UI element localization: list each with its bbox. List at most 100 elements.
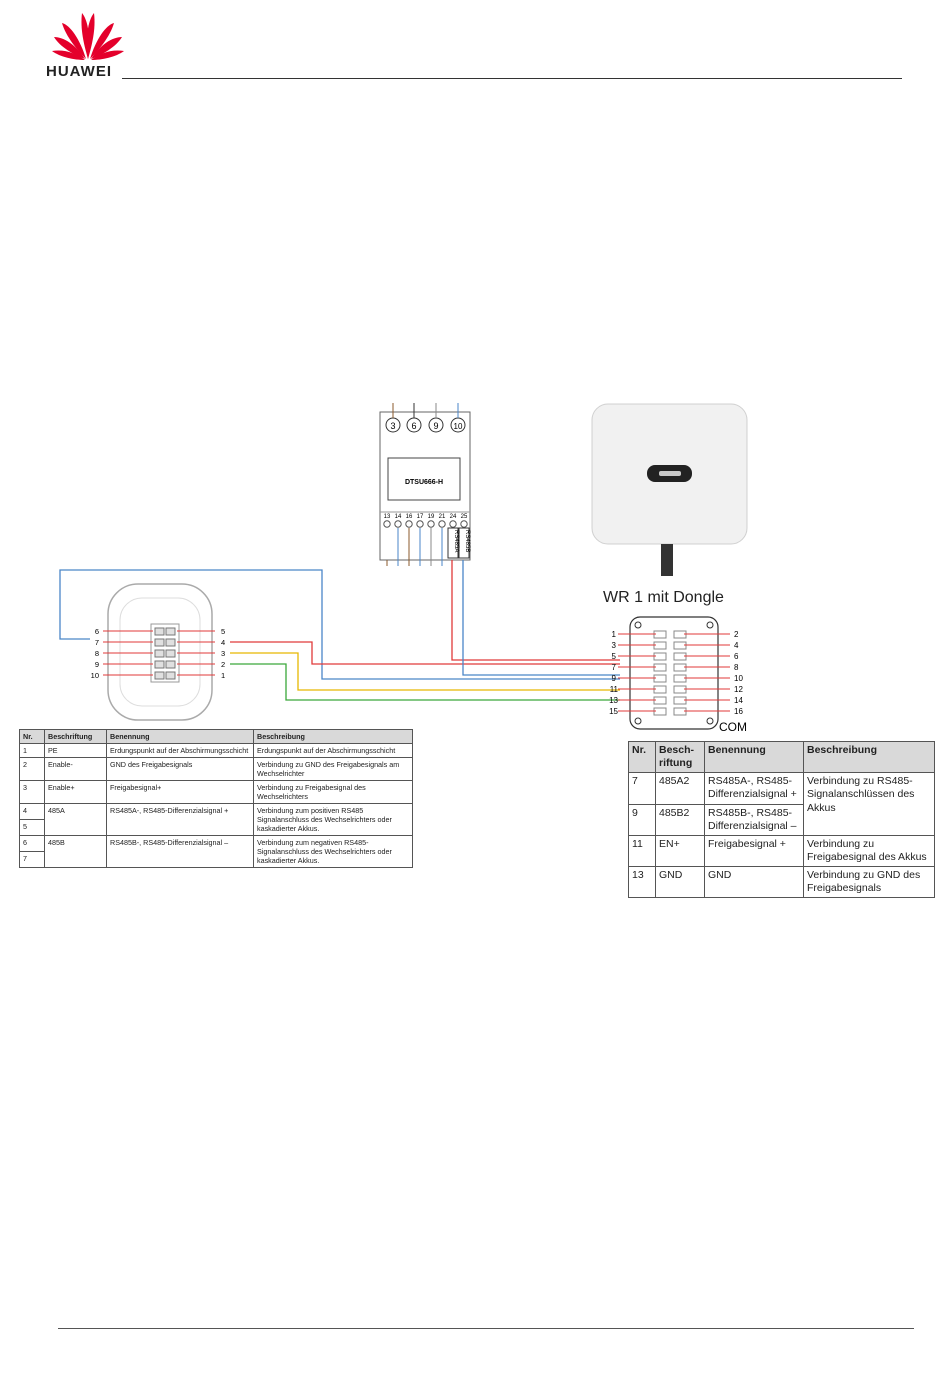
- meter-bottom-label: 25: [461, 514, 468, 520]
- table-cell: GND: [655, 865, 705, 899]
- meter-terminal-label: 6: [411, 421, 416, 431]
- battery-connector: 6 7 8 9 10 5 4 3 2 1: [91, 583, 225, 721]
- table-cell: Verbindung zum negativen RS485-Signalans…: [253, 835, 413, 868]
- table-row: 1 PE Erdungspunkt auf der Abschirmungssc…: [19, 743, 413, 758]
- table-cell: Verbindung zu GND des Freigabesignals am…: [253, 757, 413, 781]
- table-header: Nr.: [19, 729, 45, 744]
- table-cell: 485A: [44, 803, 107, 836]
- battery-pin-label: 9: [95, 660, 99, 669]
- battery-pin-label: 8: [95, 649, 99, 658]
- com-pin-label: 16: [734, 707, 743, 716]
- battery-pin-table: Nr. Beschriftung Benennung Beschreibung …: [19, 729, 413, 868]
- table-cell: RS485A-, RS485-Differenzialsignal +: [106, 803, 254, 836]
- table-cell: RS485B-, RS485-Differenzialsignal –: [106, 835, 254, 868]
- meter-bottom-label: 19: [428, 514, 435, 520]
- table-header: Beschriftung: [44, 729, 107, 744]
- table-cell: Enable-: [44, 757, 107, 781]
- table-row: 7: [19, 851, 413, 868]
- meter-bottom-label: 17: [417, 514, 424, 520]
- table-cell: EN+: [655, 834, 705, 868]
- table-cell: 4: [19, 803, 45, 820]
- header-rule: [122, 78, 902, 79]
- wires: [59, 560, 620, 701]
- battery-pin-label: 10: [91, 671, 99, 680]
- com-pin-label: 3: [612, 641, 617, 650]
- table-cell: RS485A-, RS485-Differenzialsignal +: [704, 772, 804, 805]
- table-header: Benennung: [106, 729, 254, 744]
- meter-bottom-label: 24: [450, 514, 457, 520]
- com-pin-label: 5: [612, 652, 617, 661]
- com-pin-label: 12: [734, 685, 743, 694]
- table-header: Besch-riftung: [655, 740, 705, 774]
- rs485a-label: RS485A: [453, 530, 459, 552]
- meter-terminal-label: 9: [433, 421, 438, 431]
- table-header: Beschreibung: [253, 729, 413, 744]
- table-cell: GND des Freigabesignals: [106, 757, 254, 781]
- meter-bottom-terminals: 13 14 16 17 19 21 24 25: [384, 514, 468, 520]
- wiring-diagram: DTSU666-H 3 6 9 10 13 14 16 17 19 21 24 …: [59, 403, 748, 734]
- table-cell: Freigabesignal +: [704, 834, 804, 868]
- table-cell: Verbindung zum positiven RS485 Signalans…: [253, 803, 413, 836]
- table-row: 3 Enable+ Freigabesignal+ Verbindung zu …: [19, 780, 413, 804]
- table-header: Benennung: [704, 740, 804, 774]
- com-pin-label: 15: [609, 707, 618, 716]
- table-cell: Freigabesignal+: [106, 780, 254, 804]
- battery-pin-label: 1: [221, 671, 225, 680]
- meter-bottom-label: 21: [439, 514, 446, 520]
- table-cell: Verbindung zu Freigabesignal des Akkus: [803, 834, 935, 868]
- table-cell: 485B: [44, 835, 107, 868]
- battery-pin-label: 2: [221, 660, 225, 669]
- table-cell: Verbindung zu Freigabesignal des Wechsel…: [253, 780, 413, 804]
- inverter-title: WR 1 mit Dongle: [603, 589, 724, 606]
- table-cell: Erdungspunkt auf der Abschirmungsschicht: [106, 743, 254, 758]
- table-cell: 485B2: [655, 803, 705, 836]
- com-pin-label: 7: [612, 663, 617, 672]
- energy-meter: DTSU666-H 3 6 9 10 13 14 16 17 19 21 24 …: [379, 403, 471, 566]
- table-row: 9 485B2 RS485B-, RS485-Differenzialsigna…: [628, 803, 935, 836]
- inverter-device: [591, 403, 748, 576]
- com-pin-label: 9: [612, 674, 617, 683]
- com-label: COM: [719, 720, 747, 734]
- huawei-logo-icon: [52, 13, 124, 60]
- table-cell: Enable+: [44, 780, 107, 804]
- table-cell: GND: [704, 865, 804, 899]
- table-cell: 9: [628, 803, 656, 836]
- table-cell: 485A2: [655, 772, 705, 805]
- table-cell: RS485B-, RS485-Differenzialsignal –: [704, 803, 804, 836]
- meter-bottom-label: 14: [395, 514, 402, 520]
- table-cell: 11: [628, 834, 656, 868]
- table-cell: Verbindung zu RS485-Signalanschlüssen de…: [803, 772, 935, 836]
- meter-top-terminals: 3 6 9 10: [385, 403, 466, 433]
- battery-pin-label: 7: [95, 638, 99, 647]
- table-row: 7 485A2 RS485A-, RS485-Differenzialsigna…: [628, 772, 935, 836]
- table-header: Nr.: [628, 740, 656, 774]
- footer-rule: [58, 1328, 914, 1329]
- table-cell: 6: [19, 835, 45, 852]
- com-pin-label: 10: [734, 674, 743, 683]
- battery-pin-label: 5: [221, 627, 225, 636]
- meter-terminal-label: 3: [390, 421, 395, 431]
- com-connector: 1 3 5 7 9 11 13 15 2 4 6 8 10 12 14 16 C…: [609, 616, 747, 734]
- table-row: 2 Enable- GND des Freigabesignals Verbin…: [19, 757, 413, 781]
- table-row: 6 485B RS485B-, RS485-Differenzialsignal…: [19, 835, 413, 868]
- com-pin-label: 13: [609, 696, 618, 705]
- table-row: 4 485A RS485A-, RS485-Differenzialsignal…: [19, 803, 413, 836]
- meter-model: DTSU666-H: [405, 479, 443, 486]
- table-cell: PE: [44, 743, 107, 758]
- table-cell: 7: [628, 772, 656, 805]
- com-pin-label: 6: [734, 652, 739, 661]
- table-cell: Verbindung zu GND des Freigabesignals: [803, 865, 935, 899]
- table-row: 11 EN+ Freigabesignal + Verbindung zu Fr…: [628, 834, 935, 868]
- meter-bottom-label: 13: [384, 514, 391, 520]
- rs485b-label: RS485B: [464, 530, 470, 552]
- com-pin-label: 14: [734, 696, 743, 705]
- com-pin-label: 11: [610, 685, 619, 694]
- table-cell: 7: [19, 851, 45, 868]
- table-cell: 13: [628, 865, 656, 899]
- table-row: 13 GND GND Verbindung zu GND des Freigab…: [628, 865, 935, 899]
- com-pin-table: Nr. Besch-riftung Benennung Beschreibung…: [628, 740, 935, 899]
- brand-name: HUAWEI: [46, 63, 112, 80]
- table-cell: 1: [19, 743, 45, 758]
- battery-pin-label: 3: [221, 649, 225, 658]
- battery-pin-label: 6: [95, 627, 99, 636]
